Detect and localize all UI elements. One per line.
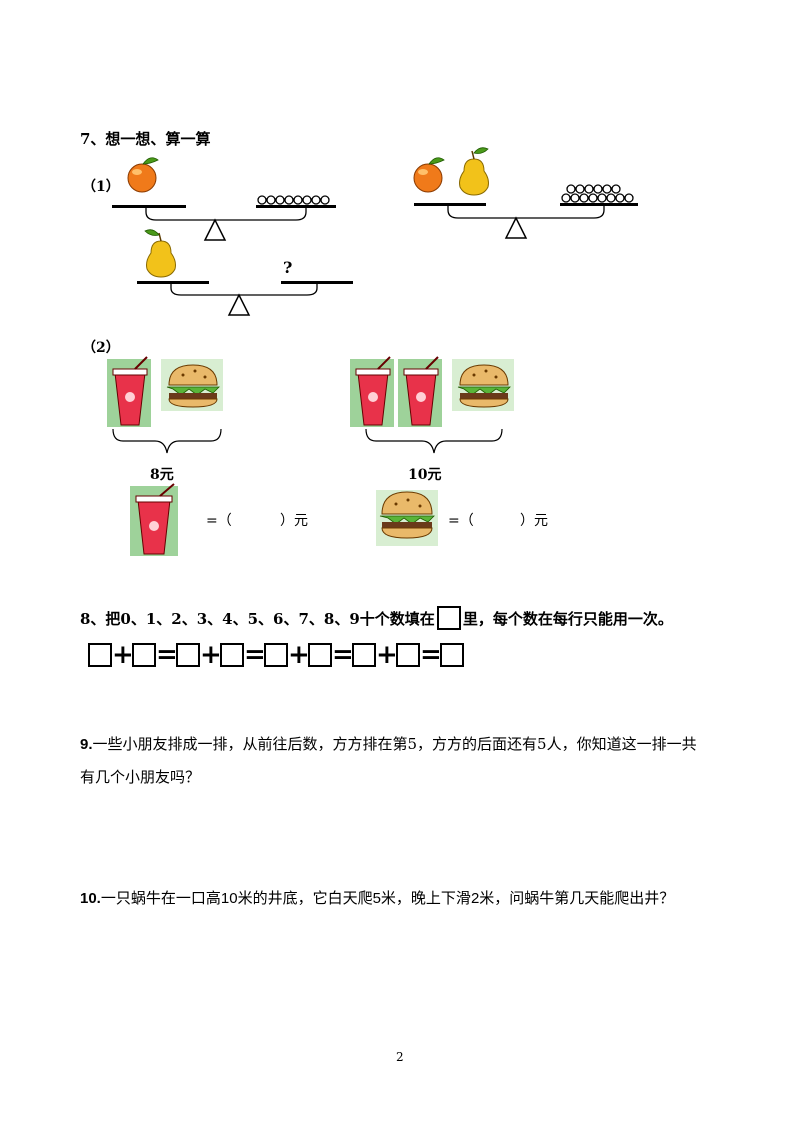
burger-eq-open: =（ [448,513,474,529]
q10-text-c: 米，晚上下滑 [380,889,471,907]
q8-equation-row: + = + = + = + = [88,640,464,670]
burger-icon [452,359,514,411]
answer-box[interactable] [308,643,332,667]
q9-text: 9.一些小朋友排成一排，从前往后数，方方排在第5，方方的后面还有5人，你知道这一… [80,728,740,793]
q10-height: 10 [220,890,238,907]
equals-sign: = [420,640,442,670]
pear-icon [144,229,176,278]
equals-sign: = [156,640,178,670]
drink-cup-icon [130,483,178,556]
page-number: 2 [396,1050,404,1064]
blank-box-icon [436,606,461,630]
q10-text-d: 米，问蜗牛第几天能爬出井？ [479,889,675,907]
q9-line2: 有几个小朋友吗？ [80,768,201,786]
q10-text-a: 一只蜗牛在一口高 [100,889,221,907]
burger-eq-close: ）元 [520,513,548,529]
question-mark: ? [283,258,293,277]
q8-instruction: 8、把0、1、2、3、4、5、6、7、8、9十个数填在 里，每个数在每行只能用一… [80,606,673,630]
drink-eq-open: =（ [206,513,232,529]
answer-box[interactable] [88,643,112,667]
drink-cup-icon [350,356,394,427]
plus-sign: + [200,640,222,670]
answer-box[interactable] [264,643,288,667]
q7-title: 7、想一想、算一算 [80,130,211,148]
beads-icon [561,184,634,203]
q10-text-b: 米的井底，它白天爬 [237,889,373,907]
drink-cup-icon [398,356,442,427]
drink-burger-group-1 [107,356,223,454]
equals-sign: = [332,640,354,670]
drink-cup-icon [107,356,151,427]
price-10: 10元 [408,467,442,483]
q8-text-before: 8、把0、1、2、3、4、5、6、7、8、9十个数填在 [80,609,435,628]
orange-icon [413,157,445,193]
orange-icon [127,157,159,193]
answer-box[interactable] [440,643,464,667]
answer-box[interactable] [220,643,244,667]
drink-burger-group-2 [350,356,514,454]
beads-icon [257,195,330,205]
drink-eq-close: ）元 [280,513,308,529]
q7-part2-label: （2） [82,340,120,356]
answer-box[interactable] [396,643,420,667]
answer-box[interactable] [132,643,156,667]
plus-sign: + [288,640,310,670]
answer-box[interactable] [352,643,376,667]
burger-icon [376,490,438,546]
balance-scale-3 [137,229,353,316]
burger-icon [161,359,223,411]
q9-number: 9. [80,736,93,753]
pear-icon [459,147,489,196]
q10-number: 10. [80,890,101,907]
q7-part1-label: （1） [82,179,120,195]
equals-sign: = [244,640,266,670]
q9-line1: 一些小朋友排成一排，从前往后数，方方排在第5，方方的后面还有5人，你知道这一排一… [92,735,697,753]
answer-box[interactable] [176,643,200,667]
balance-scale-1 [112,157,336,241]
q10-slide: 2 [470,890,480,907]
q10-text: 10.一只蜗牛在一口高10米的井底，它白天爬5米，晚上下滑2米，问蜗牛第几天能爬… [80,882,674,915]
price-8: 8元 [150,467,174,483]
q10-climb: 5 [372,890,381,907]
balance-scale-2 [413,147,638,239]
plus-sign: + [112,640,134,670]
plus-sign: + [376,640,398,670]
q8-text-after: 里，每个数在每行只能用一次。 [462,609,673,628]
